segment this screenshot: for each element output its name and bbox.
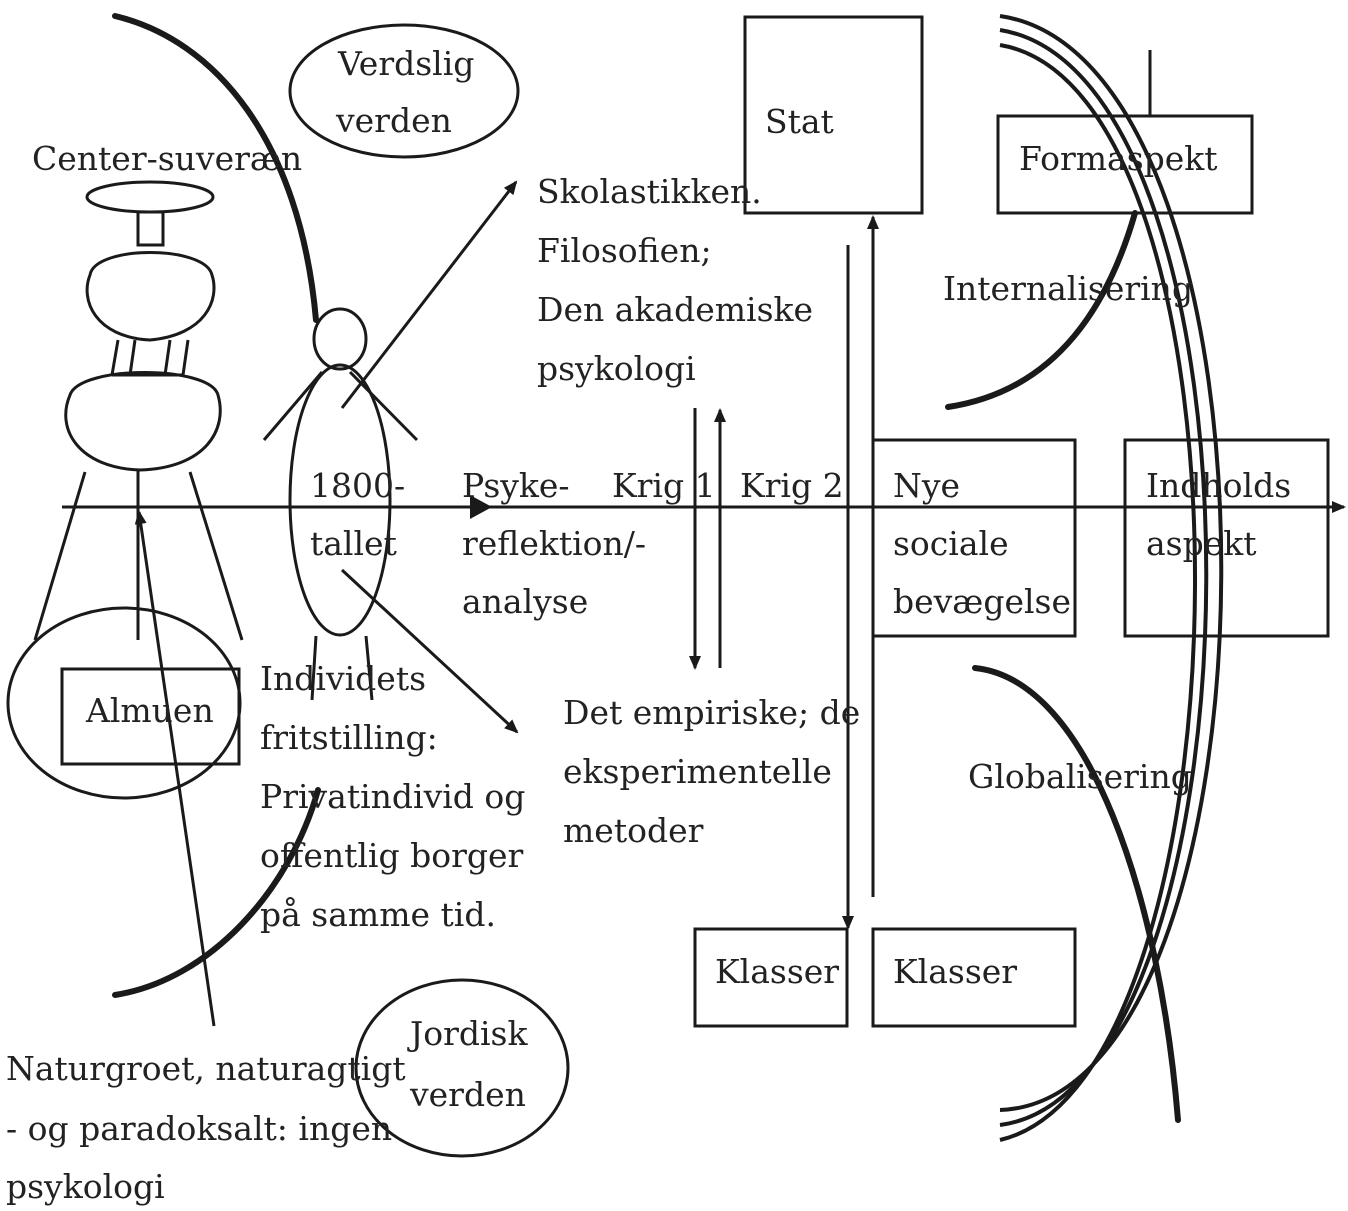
individets-label-1: Individets bbox=[260, 659, 426, 698]
globalisering-arc bbox=[972, 665, 1181, 1123]
center-suveraen-label: Center-suveræn bbox=[32, 139, 302, 178]
klasser-right-label: Klasser bbox=[893, 952, 1017, 991]
empiriske-label-1: Det empiriske; de bbox=[563, 693, 860, 732]
individets-label-3: Privatindivid og bbox=[260, 777, 525, 816]
tallet-label-2: tallet bbox=[310, 524, 397, 563]
internalisering-label: Internalisering bbox=[943, 269, 1193, 308]
skolastikken-label-2: Filosofien; bbox=[537, 231, 712, 270]
axis-mid-arrowhead bbox=[470, 495, 492, 519]
skolastikken-label-1: Skolastikken. bbox=[537, 172, 762, 211]
left-arc-upper bbox=[112, 13, 319, 323]
center-suveraen-figure bbox=[33, 180, 244, 641]
arrow-to-skolastikken bbox=[340, 180, 518, 409]
indholds-box bbox=[1123, 438, 1330, 638]
individets-label-2: fritstilling: bbox=[260, 718, 438, 757]
globalisering-label: Globalisering bbox=[968, 757, 1192, 796]
stat-box bbox=[743, 15, 924, 215]
individets-label-4: offentlig borger bbox=[260, 836, 524, 875]
indholds-label-1: Indholds bbox=[1146, 466, 1291, 505]
tallet-label-1: 1800- bbox=[310, 466, 405, 505]
skolastikken-label-3: Den akademiske bbox=[537, 290, 813, 329]
jordisk-ellipse bbox=[354, 978, 570, 1158]
klasser-left-label: Klasser bbox=[715, 952, 839, 991]
verdslig-ellipse bbox=[288, 23, 520, 159]
psyke-label-1: Psyke- bbox=[462, 466, 570, 505]
klasser-box-right bbox=[871, 927, 1077, 1028]
empiriske-label-2: eksperimentelle bbox=[563, 752, 832, 791]
indholds-label-2: aspekt bbox=[1146, 524, 1257, 563]
left-arc-lower bbox=[112, 787, 321, 998]
naturgroet-label-3: psykologi bbox=[6, 1167, 165, 1206]
individets-label-5: på samme tid. bbox=[260, 895, 496, 934]
nye-label-2: sociale bbox=[893, 524, 1009, 563]
psyke-label-2: reflektion/- bbox=[462, 524, 646, 563]
empiriske-label-3: metoder bbox=[563, 811, 704, 850]
almuen-box bbox=[60, 667, 241, 766]
nye-sociale-box bbox=[871, 438, 1077, 638]
nye-label-3: bevægelse bbox=[893, 582, 1071, 621]
naturgroet-label-2: - og paradoksalt: ingen bbox=[6, 1109, 392, 1148]
arrow-to-empiriske bbox=[340, 568, 519, 734]
right-arcs bbox=[999, 14, 1224, 1142]
verden-upper-label: verden bbox=[335, 101, 452, 140]
nye-label-1: Nye bbox=[893, 466, 960, 505]
jordisk-label: Jordisk bbox=[407, 1014, 528, 1053]
verdslig-label: Verdslig bbox=[337, 44, 474, 83]
almuen-label: Almuen bbox=[85, 691, 214, 730]
krig1-label: Krig 1 bbox=[612, 466, 716, 505]
naturgroet-label-1: Naturgroet, naturagtigt bbox=[6, 1049, 406, 1088]
internalisering-arc bbox=[945, 210, 1138, 410]
psyke-label-3: analyse bbox=[462, 582, 588, 621]
verden-lower-label: verden bbox=[409, 1075, 526, 1114]
almuen-up-arrow bbox=[134, 510, 216, 1027]
klasser-box-left bbox=[693, 927, 849, 1028]
formaspekt-label: Formaspekt bbox=[1019, 139, 1218, 178]
skolastikken-label-4: psykologi bbox=[537, 349, 696, 388]
stat-label: Stat bbox=[765, 102, 834, 141]
krig2-label: Krig 2 bbox=[740, 466, 844, 505]
